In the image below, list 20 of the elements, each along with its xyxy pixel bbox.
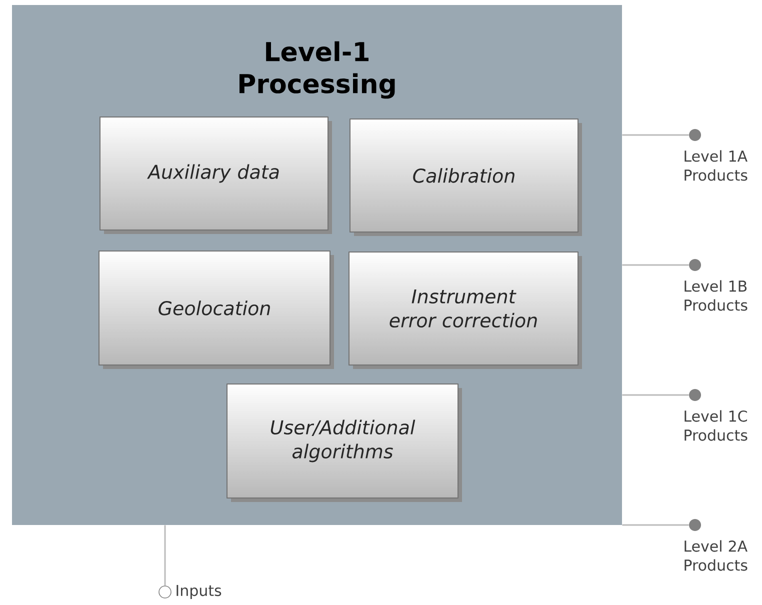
port-dot: [689, 389, 701, 401]
connector-line: [622, 134, 689, 136]
port-label: Level 1A Products: [684, 150, 748, 181]
process-box: Geolocation: [98, 250, 334, 369]
port-dot: [689, 519, 701, 531]
port-label: Level 1C Products: [684, 410, 748, 441]
connector-line: [164, 525, 166, 586]
connector-line: [622, 264, 689, 266]
connector-line: [622, 394, 689, 396]
port-label: Level 1B Products: [684, 280, 748, 311]
process-box: Calibration: [350, 118, 582, 236]
process-box: Auxiliary data: [100, 116, 332, 234]
process-box: User/Additional algorithms: [226, 384, 462, 502]
process-box: Instrument error correction: [348, 252, 582, 369]
port-label: Inputs: [176, 584, 222, 600]
port-label: Level 2A Products: [684, 540, 748, 571]
port-dot: [689, 259, 701, 271]
port-dot: [158, 586, 172, 598]
port-dot: [689, 129, 701, 141]
connector-line: [622, 524, 689, 526]
